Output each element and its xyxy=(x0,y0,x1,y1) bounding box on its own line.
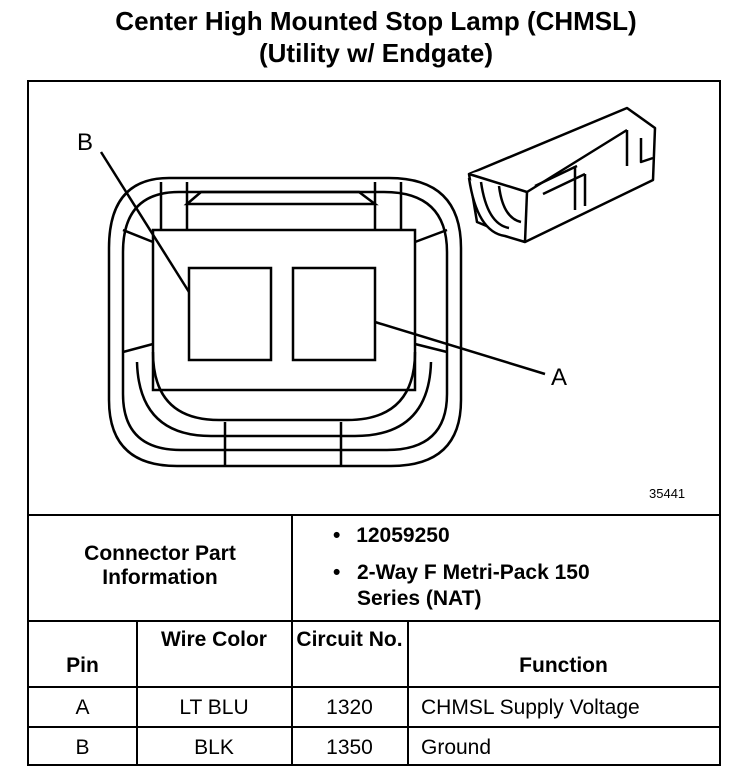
row-a-circuit: 1320 xyxy=(326,696,373,719)
connector-info-item: • 12059250 xyxy=(333,524,713,548)
part-number: 12059250 xyxy=(356,524,450,547)
divider xyxy=(407,620,409,766)
divider xyxy=(291,620,293,766)
callout-a: A xyxy=(551,364,568,391)
row-b-color: BLK xyxy=(194,736,234,759)
connector-type: 2-Way F Metri-Pack 150 Series (NAT) xyxy=(357,561,590,610)
header-circuit-no: Circuit No. xyxy=(296,628,403,651)
divider xyxy=(29,726,719,728)
divider xyxy=(291,514,293,620)
callout-b: B xyxy=(77,129,94,156)
row-a-color: LT BLU xyxy=(179,696,249,719)
page-subtitle: (Utility w/ Endgate) xyxy=(259,38,493,68)
row-b-circuit: 1350 xyxy=(326,736,373,759)
figure-number: 35441 xyxy=(649,486,686,501)
divider xyxy=(29,514,719,516)
row-b-pin: B xyxy=(75,736,90,759)
header-pin: Pin xyxy=(66,654,99,677)
header-wire-color: Wire Color xyxy=(161,628,267,651)
divider xyxy=(29,620,719,622)
row-b-function: Ground xyxy=(421,736,492,759)
connector-info-label: Connector Part Information xyxy=(84,542,236,589)
row-a-function: CHMSL Supply Voltage xyxy=(421,696,640,719)
divider xyxy=(29,686,719,688)
connector-face-illustration xyxy=(99,106,657,468)
bullet-icon: • xyxy=(333,561,341,584)
divider xyxy=(136,620,138,766)
connector-frame: B A 35441 Connector Part Information • 1… xyxy=(27,80,721,766)
bullet-icon: • xyxy=(333,524,341,547)
cavity-a xyxy=(291,266,377,362)
connector-diagram: B A 35441 xyxy=(29,82,719,514)
page-title: Center High Mounted Stop Lamp (CHMSL) xyxy=(115,6,637,36)
cavity-b xyxy=(187,266,273,362)
header-function: Function xyxy=(519,654,608,677)
row-a-pin: A xyxy=(75,696,90,719)
connector-iso-view xyxy=(467,106,657,244)
